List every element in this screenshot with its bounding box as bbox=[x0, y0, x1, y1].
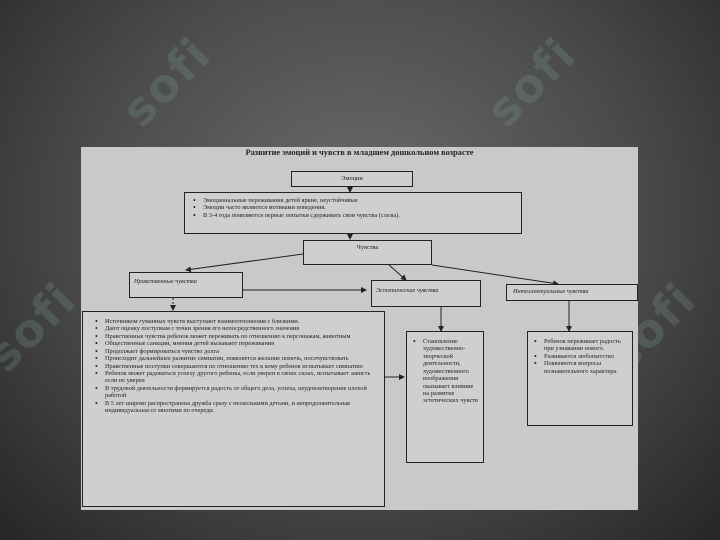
watermark-text: sofi bbox=[0, 271, 87, 383]
emotions-bullets-box: Эмоциональные переживания детей яркие, н… bbox=[184, 192, 522, 234]
moral-label-box: Нравственные чувства bbox=[129, 272, 243, 298]
emotions-label: Эмоции bbox=[341, 175, 363, 182]
list-item: Продолжает формироваться чувство долга bbox=[95, 347, 378, 357]
emotions-box: Эмоции bbox=[291, 171, 413, 187]
page-title: Развитие эмоций и чувств в младшем дошко… bbox=[245, 148, 474, 157]
moral-list: Источником гуманных чувств выступают вза… bbox=[91, 317, 378, 415]
list-item: Эмоциональные переживания детей яркие, н… bbox=[193, 196, 515, 206]
list-item: Эмоции часто являются мотивами поведения… bbox=[193, 203, 515, 213]
feelings-box: Чувства bbox=[303, 240, 432, 265]
intellectual-list: Ребенок переживает радость при узнавании… bbox=[532, 337, 628, 375]
watermark-text: sofi bbox=[475, 26, 587, 138]
list-item: Нравственные чувства ребенок может переж… bbox=[95, 332, 378, 342]
intellectual-label-box: Интеллектуальные чувства bbox=[506, 284, 638, 301]
list-item: Появляются вопросы познавательного харак… bbox=[534, 359, 628, 375]
list-item: Развивается любопытство bbox=[534, 352, 628, 362]
list-item: В 5 лет широко распространена дружба сра… bbox=[95, 399, 378, 415]
list-item: Ребенок переживает радость при узнавании… bbox=[534, 337, 628, 353]
list-item: Общественные санкции, мнения детей вызыв… bbox=[95, 339, 378, 349]
intellectual-details-box: Ребенок переживает радость при узнавании… bbox=[527, 331, 633, 426]
list-item: В трудовой деятельности формируется радо… bbox=[95, 384, 378, 400]
diagram-slide: Развитие эмоций и чувств в младшем дошко… bbox=[81, 147, 638, 510]
intellectual-label: Интеллектуальные чувства bbox=[513, 288, 589, 295]
list-item: Становление художественно-творческой дея… bbox=[413, 337, 480, 405]
feelings-label: Чувства bbox=[356, 244, 379, 251]
watermark-text: sofi bbox=[110, 26, 222, 138]
list-item: Ребенок может радоваться успеху другого … bbox=[95, 369, 378, 385]
list-item: Нравственные поступки совершаются по отн… bbox=[95, 361, 378, 371]
aesthetic-label: Эстетические чувства bbox=[376, 287, 439, 294]
aesthetic-details-box: Становление художественно-творческой дея… bbox=[406, 331, 484, 463]
aesthetic-label-box: Эстетические чувства bbox=[371, 280, 481, 307]
moral-details-box: Источником гуманных чувств выступают вза… bbox=[82, 311, 385, 507]
list-item: Происходит дальнейшее развитие симпатии,… bbox=[95, 354, 378, 364]
list-item: В 3-4 года появляются первые попытки сде… bbox=[193, 211, 515, 221]
list-item: Источником гуманных чувств выступают вза… bbox=[95, 317, 378, 327]
aesthetic-list: Становление художественно-творческой дея… bbox=[411, 337, 480, 405]
emotions-list: Эмоциональные переживания детей яркие, н… bbox=[189, 196, 515, 221]
connector-lines bbox=[170, 187, 572, 380]
moral-label: Нравственные чувства bbox=[134, 278, 197, 285]
list-item: Дают оценку поступкам с точки зрения его… bbox=[95, 324, 378, 334]
